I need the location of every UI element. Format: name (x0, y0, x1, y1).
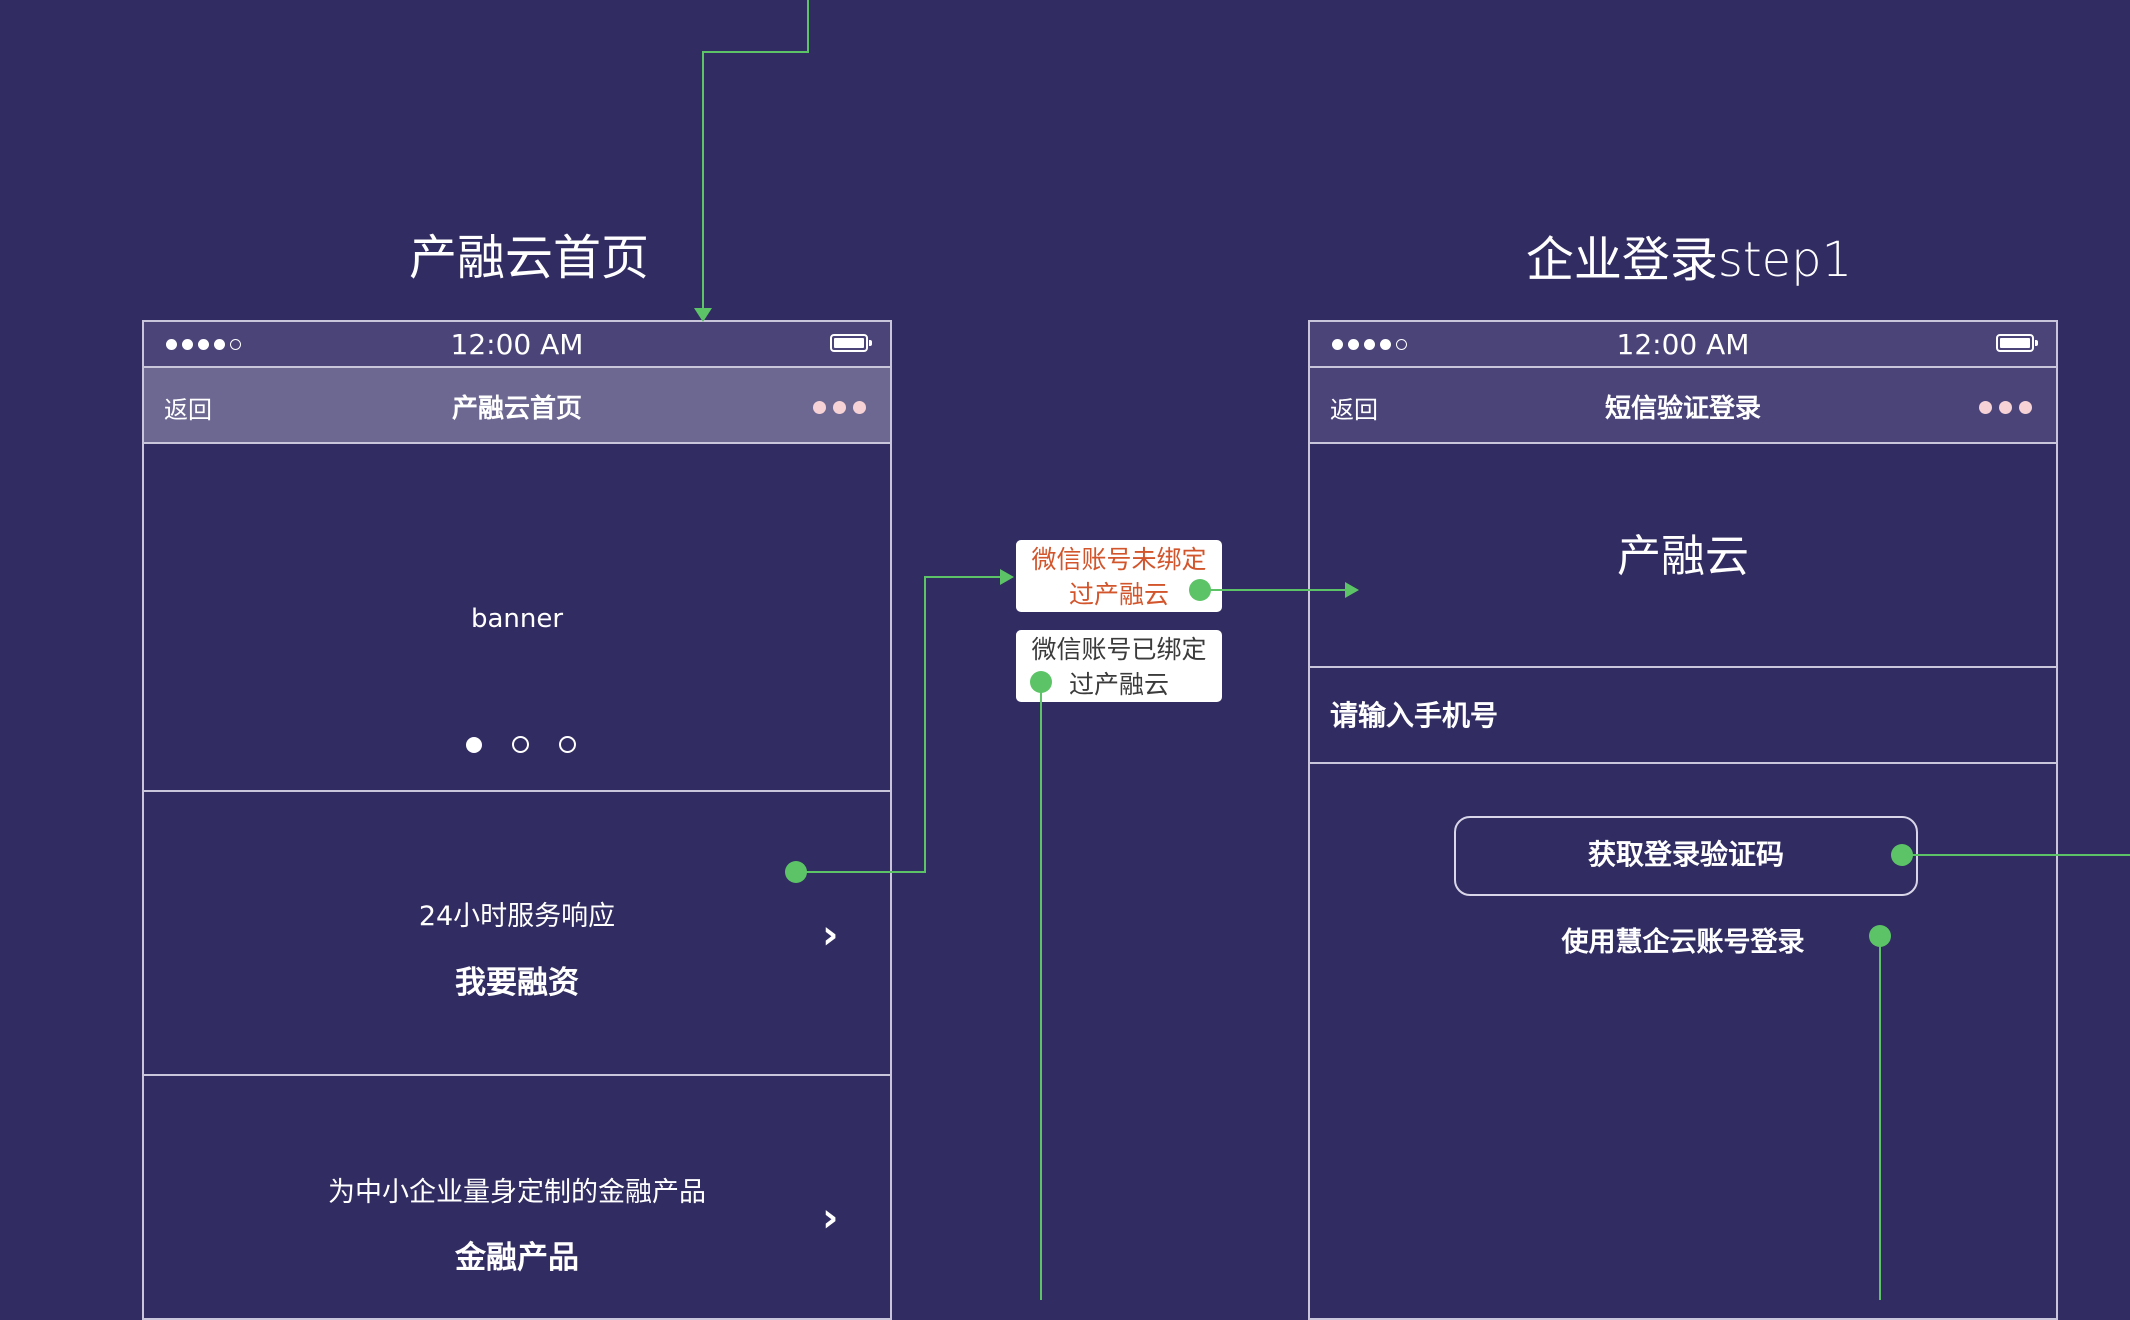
divider (1310, 762, 2056, 764)
phone-home: 12:00 AM 返回 产融云首页 banner 24小时服务响应 我要融资 ›… (142, 320, 892, 1320)
more-dots-icon[interactable] (813, 401, 866, 414)
alt-login-link[interactable]: 使用慧企云账号登录 (1561, 927, 1805, 958)
status-time: 12:00 AM (450, 328, 584, 361)
list-item-subtitle: 24小时服务响应 (418, 901, 616, 932)
note-unbound: 微信账号未绑定 过产融云 (1016, 540, 1222, 612)
connector-financing-to-note (796, 576, 1010, 873)
status-time: 12:00 AM (1616, 328, 1750, 361)
arrowhead-down (694, 308, 712, 322)
connector-dot (1189, 579, 1211, 601)
divider (144, 790, 890, 792)
back-button[interactable]: 返回 (1330, 396, 1378, 424)
nav-title: 产融云首页 (451, 394, 582, 424)
screen-heading-home: 产融云首页 (408, 230, 650, 286)
nav-bar: 返回 产融云首页 (144, 368, 890, 444)
screen-heading-login: 企业登录step1 (1525, 232, 1853, 288)
phone-login: 12:00 AM 返回 短信验证登录 产融云 请输入手机号 获取登录验证码 使用… (1308, 320, 2058, 1320)
status-bar: 12:00 AM (144, 322, 890, 368)
arrowhead-right (1000, 569, 1014, 585)
back-button[interactable]: 返回 (164, 396, 212, 424)
status-bar: 12:00 AM (1310, 322, 2056, 368)
chevron-right-icon: › (822, 1195, 839, 1241)
page-indicator-icon (466, 736, 576, 753)
list-item-title: 我要融资 (455, 965, 579, 1001)
connector-dot (1891, 844, 1913, 866)
note-line: 微信账号已绑定 (1031, 635, 1207, 664)
divider (144, 1074, 890, 1076)
list-item-title: 金融产品 (455, 1240, 579, 1276)
signal-dots-icon (166, 339, 241, 351)
arrowhead-right (1345, 582, 1359, 598)
get-code-button[interactable]: 获取登录验证码 (1454, 816, 1918, 896)
battery-icon (1996, 334, 2038, 352)
connector-dot (785, 861, 807, 883)
phone-number-input[interactable]: 请输入手机号 (1330, 699, 1499, 732)
nav-title: 短信验证登录 (1604, 394, 1761, 424)
note-bound: 微信账号已绑定 过产融云 (1016, 630, 1222, 702)
connector-dot (1869, 925, 1891, 947)
banner-label: banner (470, 604, 564, 634)
battery-icon (830, 334, 872, 352)
list-item-subtitle: 为中小企业量身定制的金融产品 (328, 1177, 706, 1208)
note-line: 过产融云 (1068, 670, 1169, 699)
note-line: 过产融云 (1068, 580, 1169, 609)
signal-dots-icon (1332, 339, 1407, 351)
note-line: 微信账号未绑定 (1031, 545, 1207, 574)
chevron-right-icon: › (822, 912, 839, 958)
connector-top (702, 0, 809, 310)
divider (1310, 666, 2056, 668)
logo-text: 产融云 (1617, 531, 1749, 582)
more-dots-icon[interactable] (1979, 401, 2032, 414)
nav-bar: 返回 短信验证登录 (1310, 368, 2056, 444)
connector-dot (1030, 671, 1052, 693)
